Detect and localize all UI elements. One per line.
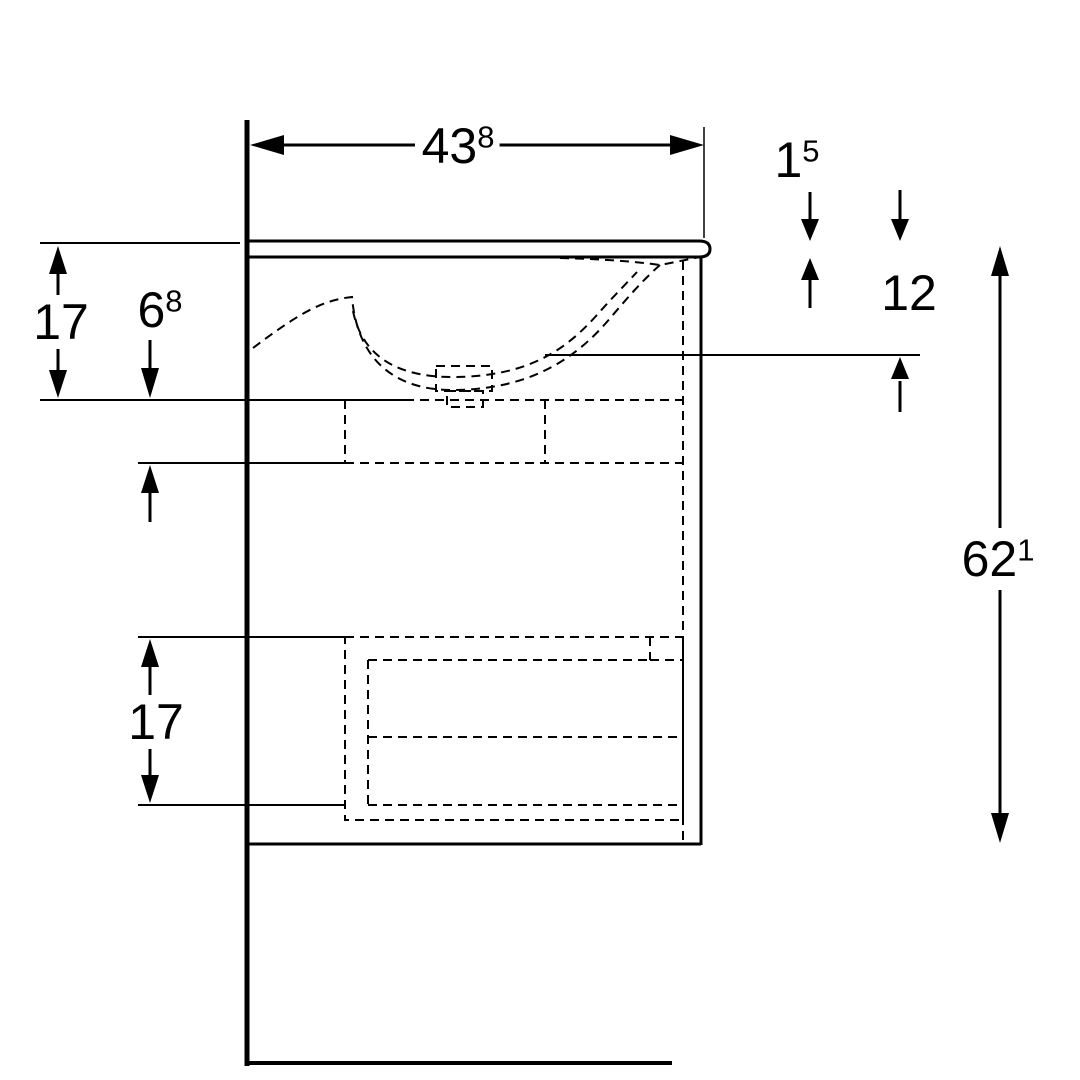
dim-width: [250, 135, 704, 155]
dim-value: 6: [137, 282, 166, 338]
arrow-down-icon: [141, 775, 159, 803]
room-structure: [244, 120, 672, 1066]
arrow-up-icon: [801, 258, 819, 280]
dim-label-width: 438: [416, 118, 500, 174]
dim-label-drawer-front-height: 17: [123, 695, 189, 749]
dim-sup: 5: [802, 133, 820, 169]
dim-value: 43: [421, 118, 478, 174]
countertop-slab: [245, 239, 712, 259]
arrow-up-icon: [141, 639, 159, 667]
arrow-left-icon: [250, 135, 284, 155]
dim-total-height: [991, 246, 1009, 843]
arrow-down-icon: [991, 813, 1009, 843]
dim-sup: 1: [1017, 532, 1035, 568]
dim-value: 1: [774, 132, 803, 188]
drain-fitting-lower: [446, 390, 484, 408]
dim-value: 17: [33, 294, 89, 350]
arrow-up-icon: [141, 465, 159, 493]
dim-sup: 8: [165, 283, 183, 319]
basin-inner-profile: [352, 271, 638, 379]
dim-basin-depth: [891, 190, 909, 412]
cabinet: [245, 239, 712, 846]
hidden-geometry: [252, 256, 701, 843]
arrow-down-icon: [49, 370, 67, 398]
drawer-outline: [344, 636, 684, 821]
dim-sup: 8: [477, 119, 495, 155]
basin-rim-right: [559, 256, 701, 267]
dim-label-outlet-offset: 68: [132, 283, 187, 337]
dim-rim-to-bottom: [49, 246, 67, 398]
dim-label-basin-depth: 12: [876, 266, 942, 320]
dim-outlet-offset: [141, 340, 159, 522]
arrow-up-icon: [49, 246, 67, 274]
dim-value: 17: [128, 694, 184, 750]
dim-label-rim-to-bottom: 17: [28, 295, 94, 349]
arrow-down-icon: [141, 368, 159, 398]
arrow-down-icon: [801, 219, 819, 241]
arrow-up-icon: [991, 246, 1009, 276]
basin-outer-profile: [252, 264, 661, 392]
drawer-interior: [367, 637, 683, 806]
dim-countertop-thickness: [801, 192, 819, 308]
dim-value: 12: [881, 265, 937, 321]
dim-label-total-height: 621: [956, 531, 1040, 587]
arrow-up-icon: [891, 357, 909, 379]
dim-drawer-height: [141, 639, 159, 803]
siphon-band: [344, 399, 683, 464]
arrow-right-icon: [670, 135, 704, 155]
dim-value: 62: [961, 531, 1018, 587]
dim-label-countertop-thickness: 15: [769, 133, 824, 187]
drain-fitting-upper: [435, 365, 493, 392]
arrow-down-icon: [891, 219, 909, 241]
